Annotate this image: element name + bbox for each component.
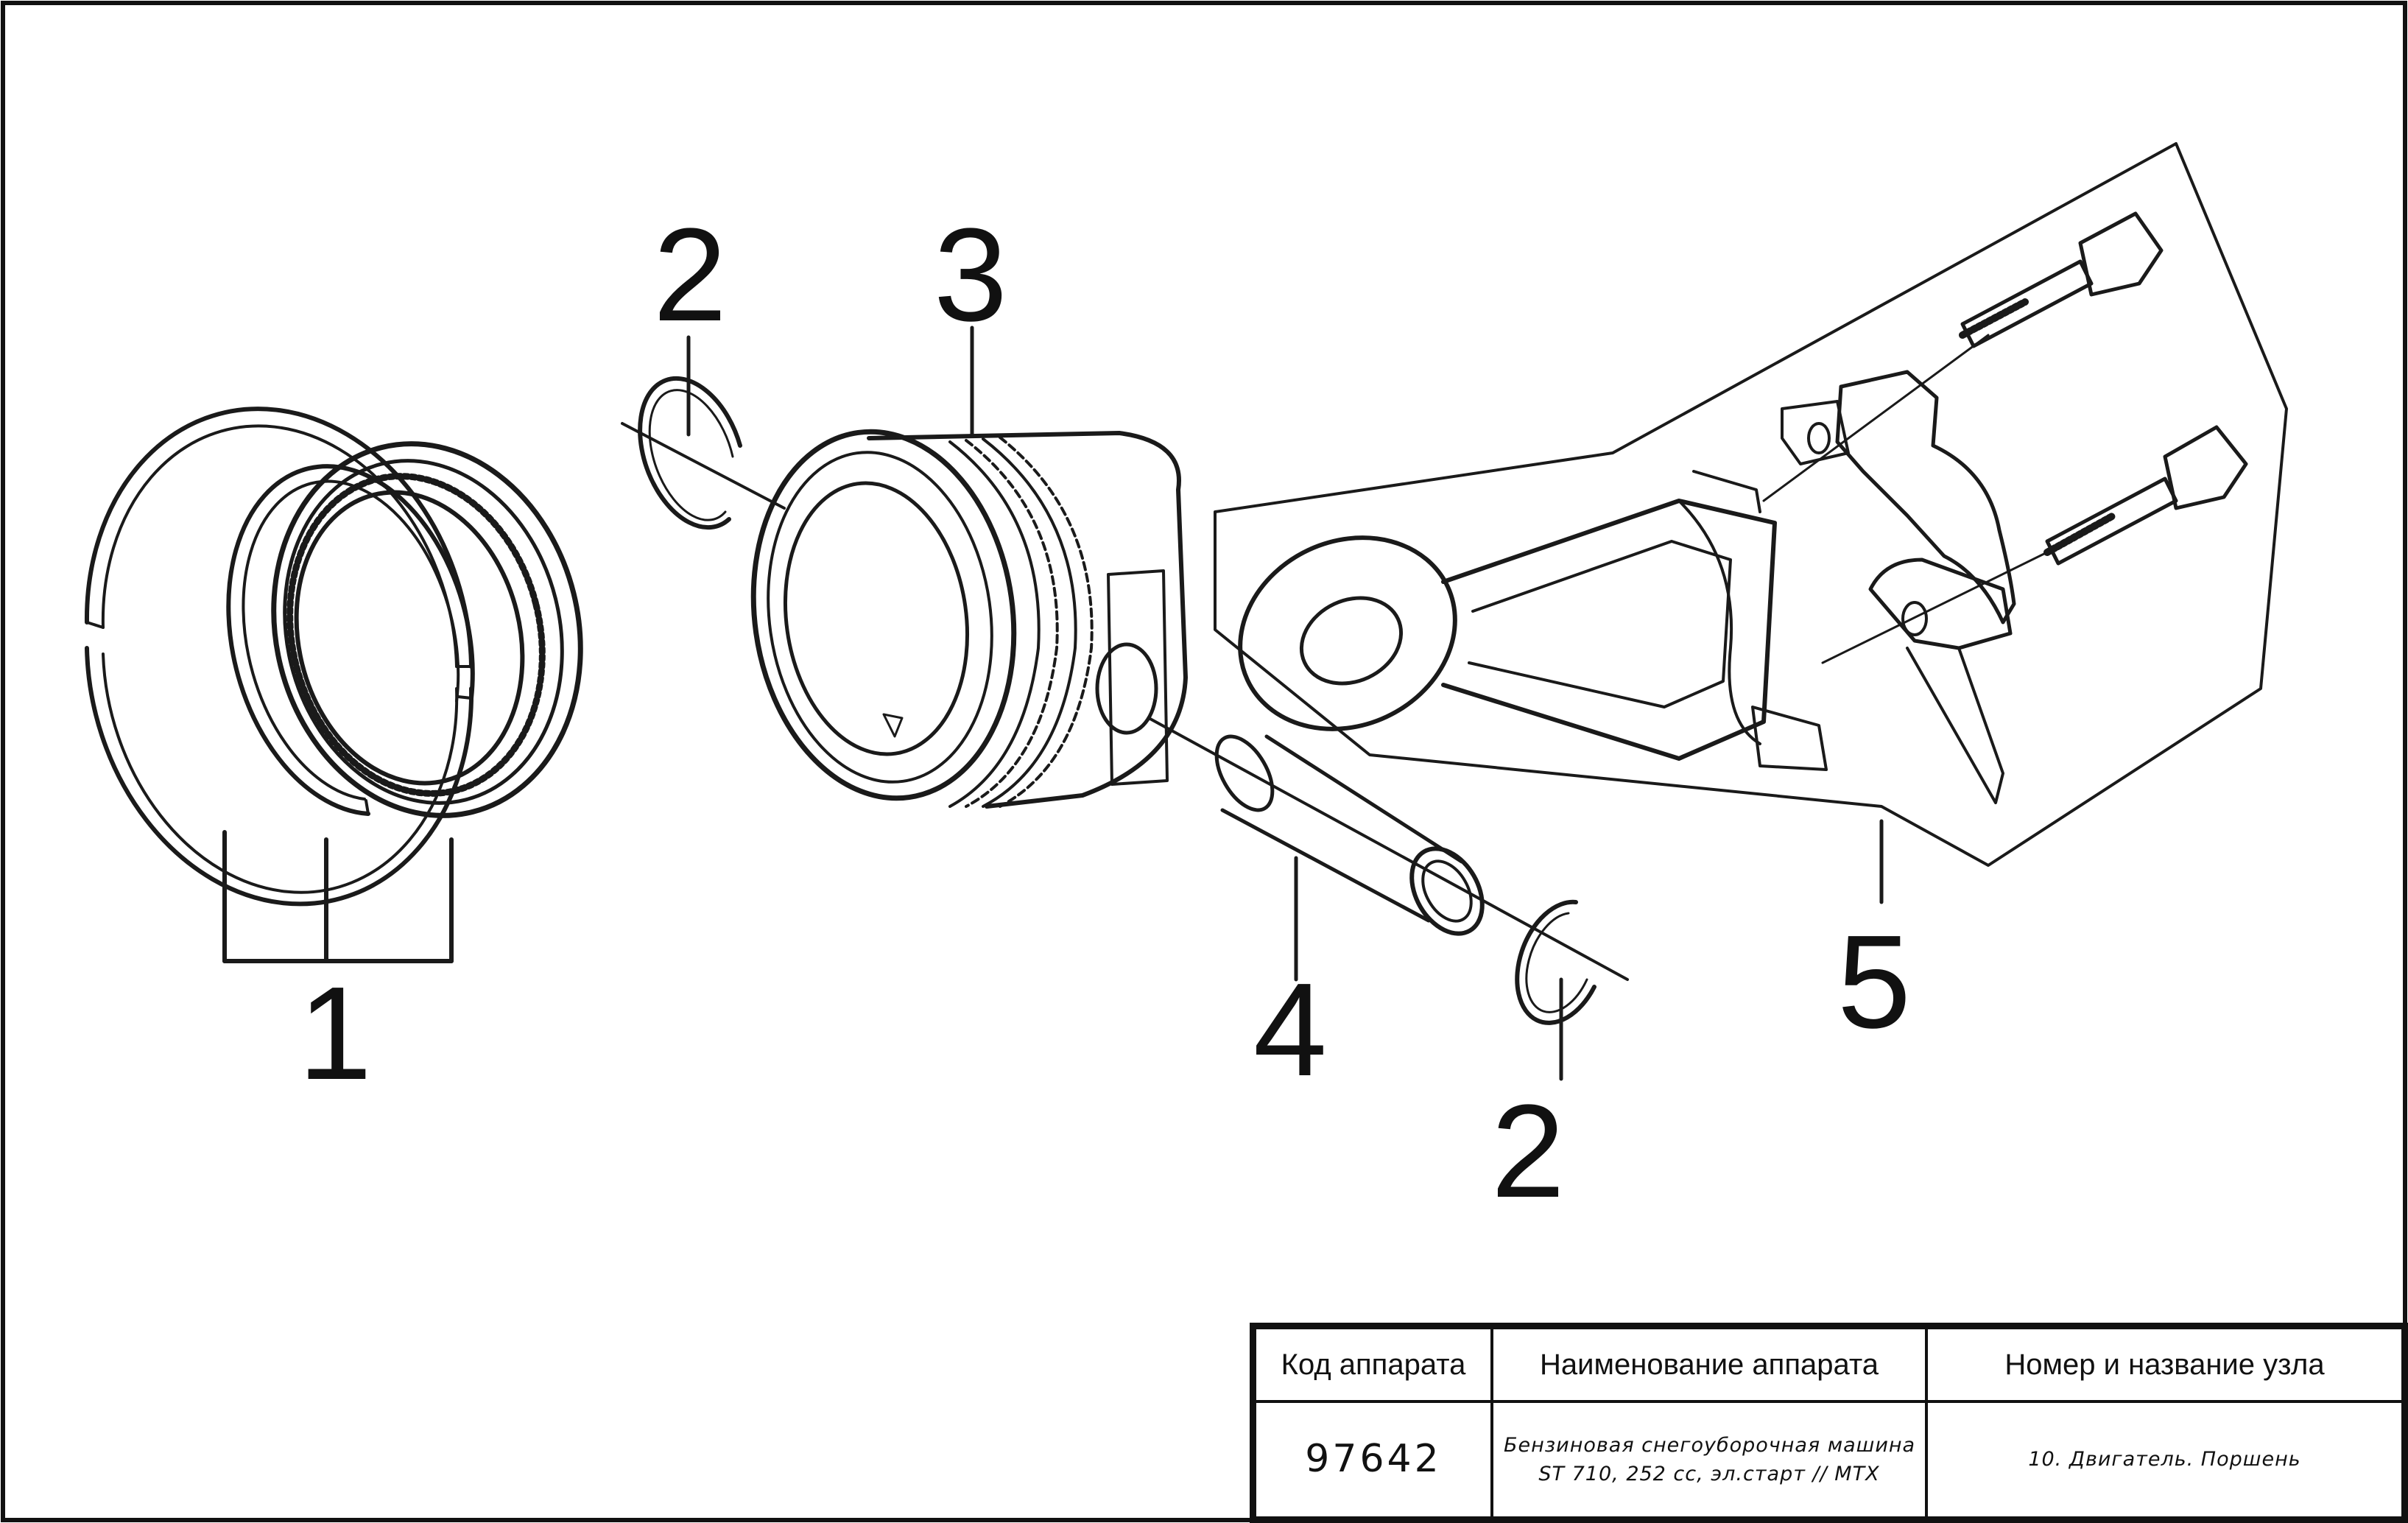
apparatus-name-line1: Бензиновая снегоуборочная машина: [1504, 1433, 1916, 1457]
assembly-outline: [1214, 142, 2288, 867]
piston-pin: [1214, 734, 1485, 936]
rod-cap: [1781, 370, 2016, 804]
header-name: Наименование аппарата: [1490, 1326, 1928, 1403]
callout-5: 5: [1837, 908, 1911, 1056]
unit-name: 10. Двигатель. Поршень: [1925, 1400, 2404, 1519]
header-code: Код аппарата: [1253, 1326, 1493, 1403]
callout-leader-1: [222, 830, 454, 963]
circlip-right: [1515, 899, 1596, 1025]
header-unit: Номер и название узла: [1925, 1326, 2404, 1403]
callout-1: 1: [298, 960, 372, 1108]
callout-2-right: 2: [1491, 1077, 1565, 1225]
piston: [750, 429, 1188, 809]
axis-line-bolt-upper: [1762, 334, 1990, 502]
axis-line-left: [621, 422, 786, 510]
apparatus-name: Бензиновая снегоуборочная машина ST 710,…: [1490, 1400, 1928, 1519]
rod-bolt-lower: [2043, 425, 2248, 566]
circlip-left: [638, 376, 742, 530]
callout-4: 4: [1253, 956, 1327, 1104]
axis-line-bolt-lower: [1821, 547, 2056, 664]
callout-2-left: 2: [653, 201, 727, 349]
rod-bolt-upper: [1959, 211, 2164, 348]
piston-rings: [84, 407, 583, 907]
axis-line-pin: [1147, 717, 1629, 981]
apparatus-code: 97642: [1253, 1400, 1493, 1519]
apparatus-name-line2: ST 710, 252 cc, эл.старт // MTX: [1538, 1463, 1880, 1485]
callout-3: 3: [934, 201, 1007, 349]
connecting-rod: [1238, 470, 1828, 771]
title-block: Код аппарата Наименование аппарата Номер…: [1250, 1323, 2408, 1523]
